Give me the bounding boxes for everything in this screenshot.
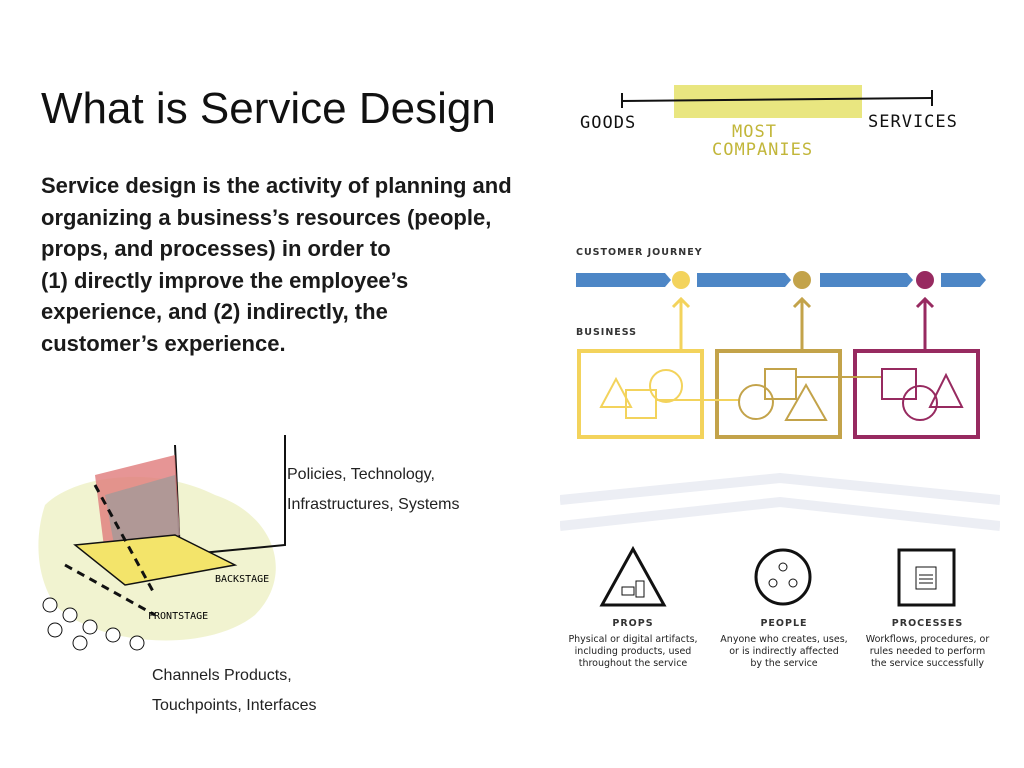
journey-diagram [576, 271, 986, 439]
props-icon [599, 545, 667, 607]
pillar-title: PROPS [612, 618, 654, 629]
divider-chevron [560, 472, 1000, 531]
stage-illustration: BACKSTAGE FRONTSTAGE [38, 435, 286, 651]
backstage-desc-2: Infrastructures, Systems [287, 496, 460, 513]
body-line: props, and processes) in order to [41, 236, 391, 261]
slide-title: What is Service Design [41, 84, 496, 133]
body-line: (1) directly improve the employee’s [41, 267, 409, 293]
pillar-props: PROPS Physical or digital artifacts,incl… [563, 618, 703, 670]
services-label: SERVICES [868, 112, 958, 132]
goods-label: GOODS [580, 113, 637, 133]
body-line: customer’s experience. [41, 330, 286, 356]
pillar-title: PROCESSES [891, 618, 964, 629]
slide-body: Service design is the activity of planni… [41, 170, 551, 359]
backstage-desc-1: Policies, Technology, [287, 466, 435, 483]
business-label: BUSINESS [576, 327, 638, 338]
pillar-desc: Physical or digital artifacts,including … [568, 634, 698, 669]
pillar-icons [599, 545, 956, 607]
pillar-people: PEOPLE Anyone who creates, uses,or is in… [714, 618, 854, 670]
customer-journey-label: CUSTOMER JOURNEY [576, 247, 703, 258]
companies-label: COMPANIES [712, 140, 814, 160]
backstage-label: BACKSTAGE [215, 574, 269, 585]
most-label: MOST [732, 122, 777, 142]
body-line: Service design is the activity of planni… [41, 173, 512, 198]
spectrum-line [621, 85, 933, 118]
frontstage-desc-2: Touchpoints, Interfaces [152, 697, 317, 714]
pillar-title: PEOPLE [760, 618, 808, 629]
journey-arrows [576, 273, 986, 287]
frontstage-desc-1: Channels Products, [152, 667, 292, 684]
people-icon [754, 548, 812, 606]
body-line: organizing a business’s resources (peopl… [41, 204, 492, 230]
processes-icon [897, 548, 956, 607]
goods-services-spectrum: GOODS SERVICES MOST COMPANIES [570, 80, 990, 170]
body-line: experience, and (2) indirectly, the [41, 299, 388, 324]
pillar-desc: Anyone who creates, uses,or is indirectl… [720, 634, 848, 669]
frontstage-label: FRONTSTAGE [148, 611, 208, 622]
